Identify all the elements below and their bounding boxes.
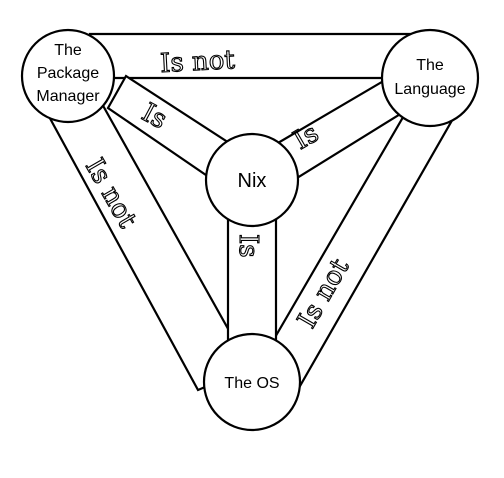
node-package-manager [20, 28, 116, 124]
node-package-manager-line-3: Manager [36, 88, 100, 105]
node-language [380, 28, 480, 128]
edge-label-nix-os: Is [233, 234, 263, 258]
node-language-line-1: The [416, 57, 444, 74]
edge-label-pm-language: Is not [159, 45, 236, 79]
node-language-line-2: Language [394, 81, 465, 98]
node-os-label: The OS [224, 375, 279, 392]
bar-package-manager-language [88, 32, 422, 80]
node-os [202, 332, 302, 432]
node-package-manager-line-2: Package [37, 65, 99, 82]
node-nix [204, 132, 300, 228]
bar-nix-os [226, 208, 278, 352]
node-package-manager-line-1: The [54, 42, 82, 59]
node-nix-label: Nix [238, 170, 267, 192]
